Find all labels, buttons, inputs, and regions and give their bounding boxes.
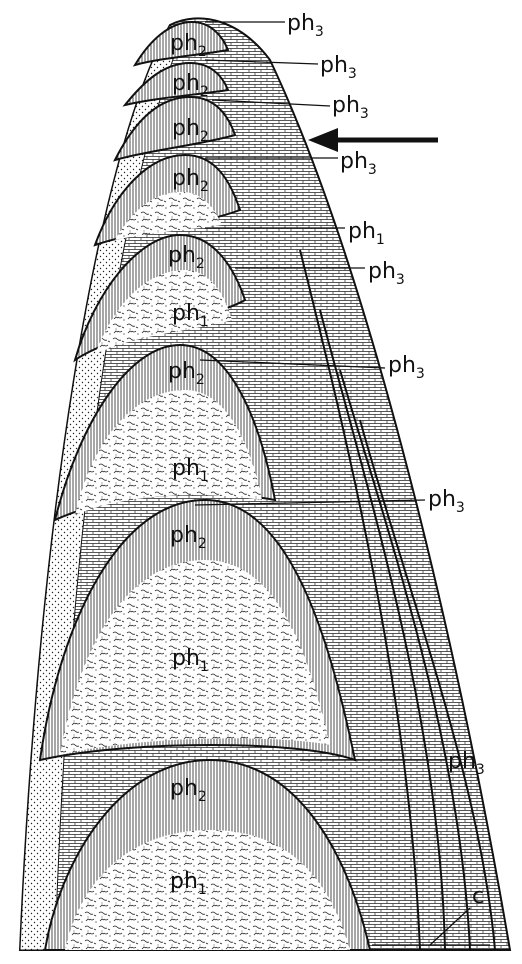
svg-text:ph1: ph1 bbox=[348, 219, 385, 248]
svg-text:ph3: ph3 bbox=[388, 353, 425, 382]
ph3-label-7: ph3 bbox=[428, 487, 465, 516]
ph3-label-4: ph3 bbox=[340, 149, 377, 178]
svg-text:ph3: ph3 bbox=[320, 53, 357, 82]
c-label: c bbox=[472, 884, 484, 909]
ph3-label-2: ph3 bbox=[320, 53, 357, 82]
ph3-label-8: ph3 bbox=[448, 749, 485, 778]
svg-text:c: c bbox=[472, 884, 484, 909]
svg-text:ph3: ph3 bbox=[340, 149, 377, 178]
ph3-label-1: ph3 bbox=[287, 11, 324, 40]
svg-text:ph3: ph3 bbox=[287, 11, 324, 40]
svg-text:ph3: ph3 bbox=[368, 259, 405, 288]
svg-text:ph3: ph3 bbox=[332, 93, 369, 122]
ph3-label-3: ph3 bbox=[332, 93, 369, 122]
ph1-label-right: ph1 bbox=[348, 219, 385, 248]
svg-text:ph3: ph3 bbox=[428, 487, 465, 516]
left-arrow-icon bbox=[308, 128, 438, 152]
svg-text:ph3: ph3 bbox=[448, 749, 485, 778]
ph3-label-5: ph3 bbox=[368, 259, 405, 288]
ph3-label-6: ph3 bbox=[388, 353, 425, 382]
